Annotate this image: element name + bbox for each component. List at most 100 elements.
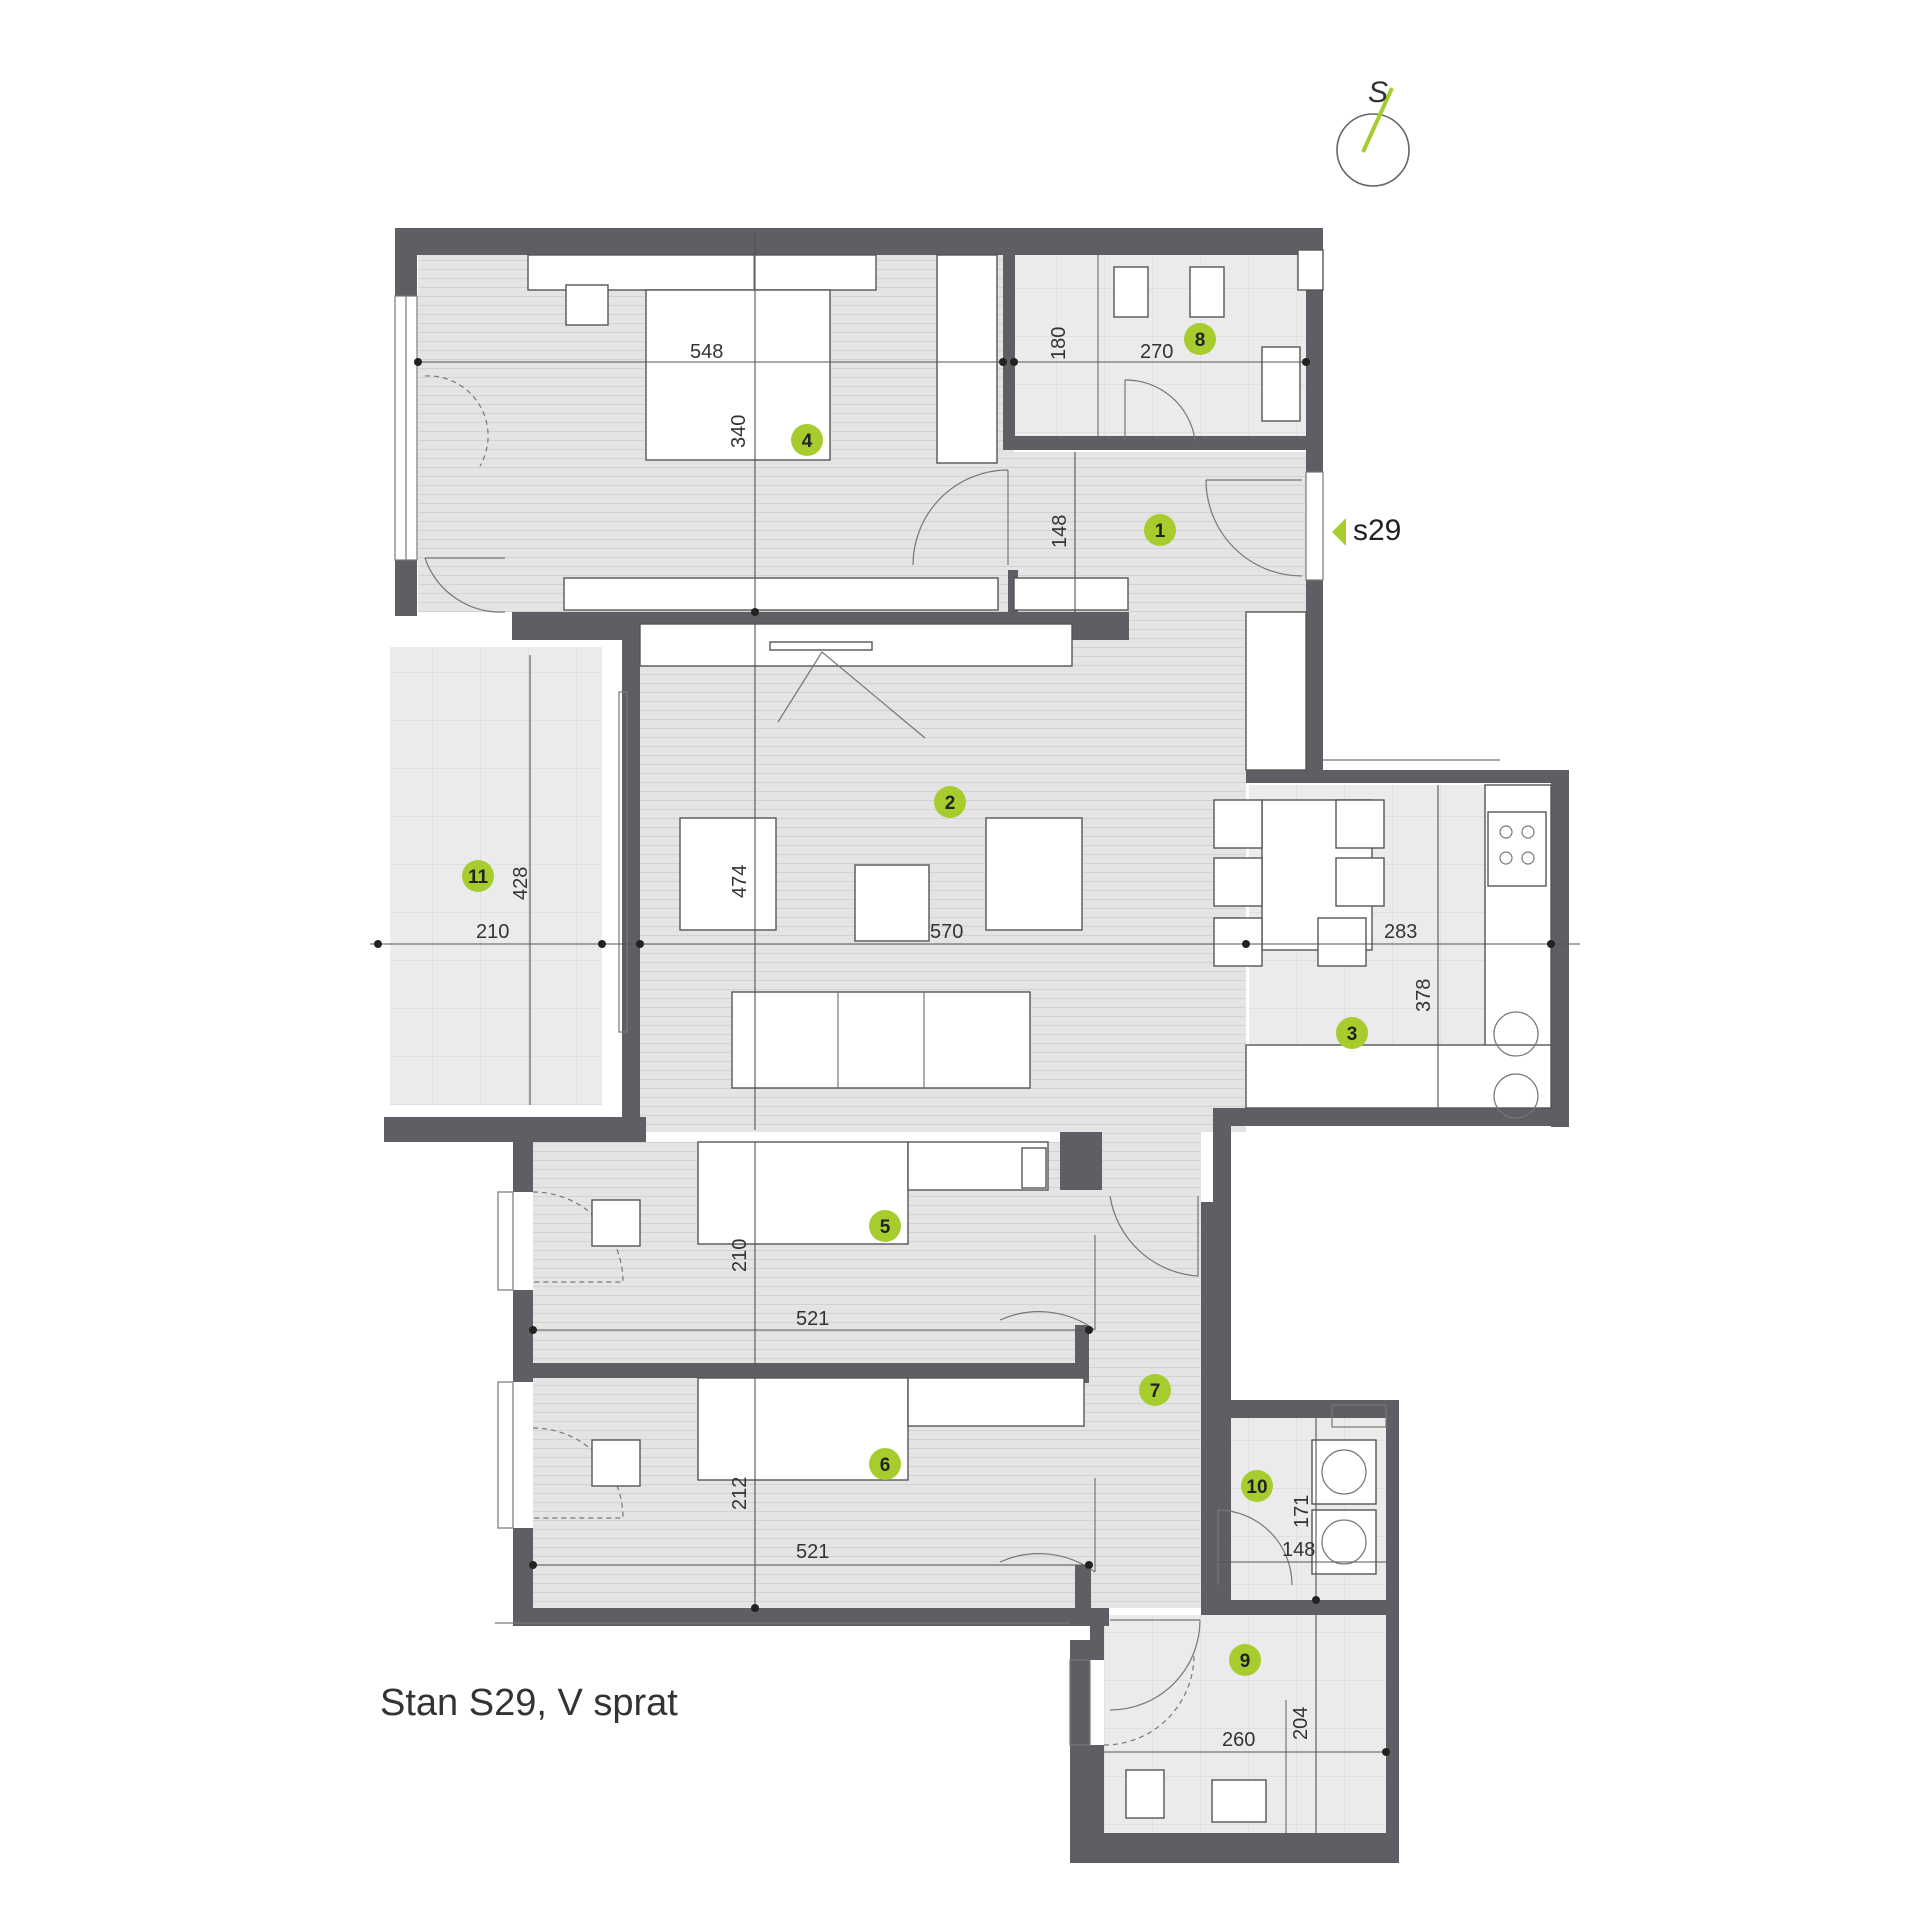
dim-label-room6-depth: 212 [729,1477,751,1510]
room-badge-3: 3 [1336,1017,1368,1049]
burner-icon [1521,851,1535,865]
door-room11 [424,557,506,613]
dim-label-room5-width: 521 [796,1308,829,1330]
sink-room8 [1261,346,1301,422]
wall-room8-left [1003,228,1015,438]
room-badge-1: 1 [1144,514,1176,546]
door-room9-window [1103,1654,1195,1746]
dim-label-room9-depth: 204 [1290,1707,1312,1740]
dim-label-room9-width: 260 [1222,1729,1255,1751]
tv-view-lines [777,651,926,739]
room-badge-11: 11 [462,860,494,892]
cooktop [1487,811,1547,887]
door-room4-window [424,375,489,467]
dim-dot [999,358,1007,366]
dim-dot [529,1326,537,1334]
dim-dot [1085,1561,1093,1569]
entrance-door-frame [1305,471,1324,581]
room-badge-2: 2 [934,786,966,818]
door-room8 [1124,379,1196,441]
cabinet-room5 [1021,1147,1047,1189]
svg-text:3: 3 [1347,1024,1358,1045]
room-badge-10: 10 [1241,1470,1273,1502]
compass: S [1336,76,1410,187]
compass-circle [1336,113,1410,187]
room-badge-5: 5 [869,1210,901,1242]
floor-room-7 [1089,1132,1201,1608]
svg-text:11: 11 [468,867,489,888]
door-room4 [912,469,1009,566]
burner-icon [1521,825,1535,839]
wall-room5-right-top [1060,1132,1102,1190]
washer-room10 [1311,1439,1377,1505]
sofa [731,991,1031,1089]
wall-top [395,228,1323,255]
dim-dot [414,358,422,366]
dim-dot [529,1561,537,1569]
wall-room9-bottom [1070,1833,1399,1863]
dim-label-room5-depth: 210 [729,1239,751,1272]
dim-dot [1312,1596,1320,1604]
wardrobe-hall [563,577,999,611]
wall-living-left [622,622,640,1130]
wall-room10-top [1201,1400,1399,1418]
room-badge-8: 8 [1184,323,1216,355]
chair-4 [1335,799,1385,849]
wall-room9-outer [1070,1640,1090,1863]
sink-icon [1493,1073,1539,1119]
dim-dot [1382,1748,1390,1756]
door-room9 [1109,1619,1201,1711]
svg-text:10: 10 [1246,1477,1267,1498]
washer-drum-icon [1321,1449,1367,1495]
svg-text:7: 7 [1150,1381,1161,1402]
furniture [527,249,1552,1833]
bed-headboard [527,254,877,291]
walls [384,228,1569,1863]
svg-text:2: 2 [945,793,956,814]
wall-room10-bottom [1201,1600,1399,1615]
entrance-arrow-icon [1332,518,1346,546]
room-badges: 1 2 3 4 5 6 7 8 9 10 11 [462,323,1368,1676]
chair-5 [1335,857,1385,907]
compass-label: S [1368,76,1388,109]
dimension-lines [370,232,1580,1833]
bidet-icon [1189,266,1225,318]
dim-label-room8-width: 270 [1140,341,1173,363]
window-room10 [1331,1404,1387,1428]
wall-room5-left-top [513,1130,533,1192]
sink-room9 [1211,1779,1267,1823]
wall-room10-right [1386,1400,1399,1862]
shoe-cabinet [1013,577,1129,611]
dim-dot [1302,358,1310,366]
dim-dot [1010,358,1018,366]
floor-room-11 [390,647,602,1105]
windows [394,295,1500,1746]
window-room9 [1069,1659,1091,1746]
coffee-table [854,864,930,942]
dim-label-room3-depth: 378 [1413,979,1435,1012]
plan-title: Stan S29, V sprat [380,1682,678,1724]
dim-label-room6-width: 521 [796,1541,829,1563]
room-badge-7: 7 [1139,1374,1171,1406]
wall-room8-bottom [1003,436,1306,450]
door-room10 [1217,1509,1293,1586]
dimension-labels: 548 340 180 270 148 428 210 474 570 283 … [476,327,1435,1751]
entrance-label: s29 [1353,514,1401,547]
dim-dot [374,940,382,948]
wall-kitchen-bottom [1213,1108,1569,1126]
chair-room6 [591,1439,641,1487]
wall-left-top [395,228,417,296]
chair-3 [1213,917,1263,967]
wall-kitchen-right [1551,770,1569,1127]
burner-icon [1499,825,1513,839]
dim-label-room11-width: 210 [476,921,509,943]
dim-dot [636,940,644,948]
wall-room6-right-lower [1075,1565,1091,1617]
wall-room9-left-top [1090,1610,1104,1660]
dim-label-room1-depth: 148 [1049,515,1071,548]
dim-dot [1547,940,1555,948]
svg-text:9: 9 [1240,1651,1251,1672]
wardrobe-room4 [936,254,998,464]
wall-room5-left-mid [513,1290,533,1382]
